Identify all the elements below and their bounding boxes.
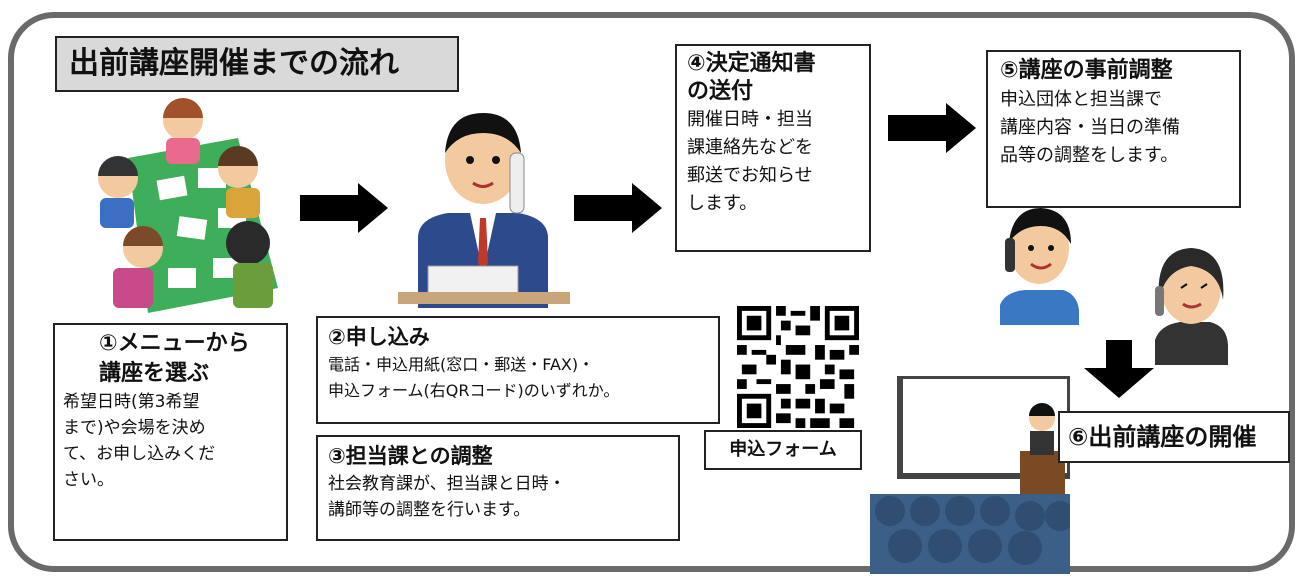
step-3-box: ③担当課との調整 社会教育課が、担当課と日時・ 講師等の調整を行います。 [316, 435, 680, 541]
qr-form-label: 申込フォーム [704, 430, 862, 470]
page-title: 出前講座開催までの流れ [55, 36, 459, 92]
step-1-box: ①メニューから 講座を選ぶ 希望日時(第3希望 まで)や会場を決め て、お申し込… [53, 323, 288, 541]
lecture-illustration [870, 376, 1070, 574]
right-arrow [300, 183, 388, 233]
down-arrow [1084, 340, 1154, 398]
step-3-body: 社会教育課が、担当課と日時・ 講師等の調整を行います。 [328, 474, 566, 520]
step-4-body: 開催日時・担当 課連絡先などを 郵送でお知らせ します。 [687, 109, 813, 214]
step-5-body: 申込団体と担当課で 講座内容・当日の準備 品等の調整をします。 [1000, 89, 1180, 166]
qr-code[interactable] [737, 306, 859, 428]
step-4-heading: ④決定通知書 の送付 [687, 51, 816, 104]
step-6-heading: ⑥出前講座の開催 [1068, 423, 1257, 451]
outer-frame [8, 12, 1295, 572]
step-6-box: ⑥出前講座の開催 [1058, 411, 1290, 463]
step-2-box: ②申し込み 電話・申込用紙(窓口・郵送・FAX)・ 申込フォーム(右QRコード)… [316, 316, 720, 424]
step-3-heading: ③担当課との調整 [328, 444, 493, 468]
phone-call-illustration [1000, 208, 1228, 365]
phone-operator-illustration [398, 113, 570, 308]
step-5-box: ⑤講座の事前調整 申込団体と担当課で 講座内容・当日の準備 品等の調整をします。 [986, 50, 1241, 208]
step-1-body: 希望日時(第3希望 まで)や会場を決め て、お申し込みくだ さい。 [63, 392, 216, 490]
step-4-box: ④決定通知書 の送付 開催日時・担当 課連絡先などを 郵送でお知らせ します。 [675, 44, 871, 252]
right-arrow [574, 183, 662, 233]
group-meeting-illustration [98, 98, 278, 313]
step-5-heading: ⑤講座の事前調整 [1000, 58, 1173, 83]
step-2-heading: ②申し込み [328, 325, 430, 349]
step-1-heading: ①メニューから 講座を選ぶ [99, 331, 250, 386]
right-arrow [888, 103, 976, 153]
step-2-body: 電話・申込用紙(窓口・郵送・FAX)・ 申込フォーム(右QRコード)のいずれか。 [328, 355, 620, 400]
